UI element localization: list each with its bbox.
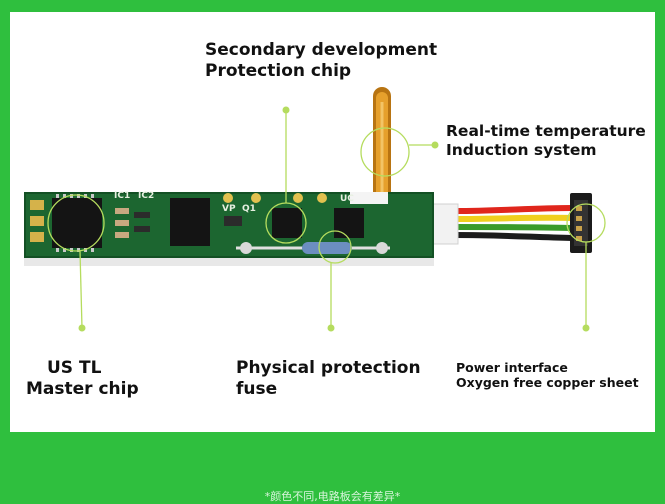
callout-lines [47, 112, 606, 329]
label-line: Master chip [26, 378, 139, 399]
label-line: Induction system [446, 140, 597, 159]
pcb-board [24, 192, 434, 266]
label-line: Physical protection [236, 358, 421, 378]
label-line: Real-time temperature [446, 122, 646, 140]
label-line: Power interface [456, 360, 568, 375]
silkscreen-ic1: IC1 [114, 191, 130, 201]
power-interface-label: Power interface Oxygen free copper sheet [456, 360, 639, 391]
label-line: US TL [47, 358, 102, 378]
callout-dots [78, 106, 590, 332]
label-line: Protection chip [205, 60, 352, 81]
silkscreen-q1: Q1 [242, 204, 256, 214]
product-photo-panel: IC1 IC2 VP Q1 UC Secondary de [10, 12, 655, 432]
silkscreen-uc: UC [340, 194, 354, 204]
master-chip-label: US TL Master chip [26, 358, 139, 399]
footer-note: *颜色不同,电路板会有差异* [264, 490, 401, 503]
power-connector [570, 193, 592, 253]
label-line: Secondary development [205, 40, 438, 60]
wire-bundle [454, 205, 573, 241]
fuse-label: Physical protection fuse [236, 358, 421, 399]
silkscreen-vp: VP [222, 204, 236, 214]
label-line: fuse [236, 378, 278, 399]
label-line: Oxygen free copper sheet [456, 375, 639, 391]
temperature-system-label: Real-time temperature Induction system [446, 122, 646, 160]
secondary-protection-chip-label: Secondary development Protection chip [205, 40, 437, 81]
silkscreen-ic2: IC2 [138, 191, 154, 201]
battery-protection-board-photo: IC1 IC2 VP Q1 UC [24, 87, 606, 332]
